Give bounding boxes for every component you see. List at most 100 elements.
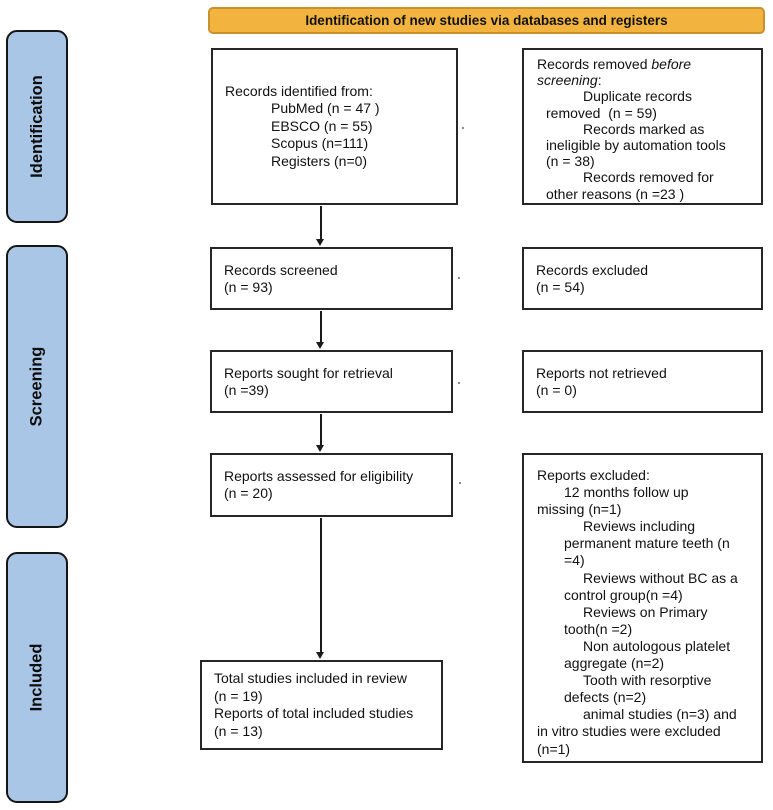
text-line: Reviews including [537,518,757,535]
text-line: EBSCO (n = 55) [225,118,456,136]
text-line: Reviews without BC as a [537,570,757,587]
stage-label-text: Identification [27,75,46,178]
text-segment: Records removed [537,56,652,72]
box-records-screened: Records screened(n = 93) [210,247,453,310]
text-line: tooth(n =2) [537,621,757,638]
text-line: (n = 20) [224,485,451,502]
text-line: Non autologous platelet [537,638,757,655]
text-line: control group(n =4) [537,587,757,604]
text-line: Reports sought for retrieval [224,365,451,382]
text-segment: Tooth with resorptive [583,672,712,689]
stage-label-included: Included [6,552,68,803]
text-line: Duplicate records [537,88,755,104]
text-line: removed (n = 59) [537,105,755,121]
arrow-identified-to-screened [316,206,325,246]
text-line: permanent mature teeth (n [537,535,757,552]
header-banner: Identification of new studies via databa… [208,7,765,34]
text-line: Total studies included in review [214,670,441,688]
text-segment: Reviews including [583,518,696,535]
text-line: PubMed (n = 47 ) [225,100,456,118]
text-line: defects (n=2) [537,689,757,706]
text-segment: aggregate (n=2) [564,655,665,672]
arrow-head-icon [316,652,324,659]
box-total-studies-included: Total studies included in review(n = 19)… [200,660,443,750]
stage-label-identification: Identification [6,30,68,223]
text-line: Records screened [224,262,451,279]
stage-label-text: Screening [27,346,46,427]
box-records-identified: Records identified from:PubMed (n = 47 )… [211,48,458,205]
text-segment: Records screened [224,261,338,278]
text-segment: : [597,72,602,89]
text-line: (n = 38) [537,153,755,169]
arrow-screened-to-sought [316,311,325,349]
arrow-head-icon [316,239,324,246]
artifact-dot [458,277,460,279]
text-line: Reports of total included studies [214,705,441,723]
artifact-dot [459,482,461,484]
text-line: ineligible by automation tools [537,137,755,153]
stage-label-text: Included [27,643,46,712]
text-line: (n = 19) [214,688,441,706]
box-reports-assessed: Reports assessed for eligibility(n = 20) [210,453,453,517]
text-segment: Reviews without BC as a [583,569,738,586]
text-segment: in vitro studies were excluded [537,723,721,740]
text-segment: (n = 93) [224,278,273,295]
text-segment: PubMed (n = 47 ) [271,100,380,117]
text-segment: Duplicate records [583,88,692,105]
text-segment: (n=1) [537,740,571,757]
text-segment: removed (n = 59) [546,104,657,121]
text-segment: Reports sought for retrieval [224,364,393,381]
text-segment: EBSCO (n = 55) [271,117,373,134]
text-line: Records removed for [537,169,755,185]
text-segment: (n = 19) [214,687,263,704]
header-title: Identification of new studies via databa… [305,13,668,28]
text-line: Reports not retrieved [536,365,761,382]
text-line: screening: [537,72,755,88]
text-segment: Reports not retrieved [536,364,667,381]
text-segment: Scopus (n=111) [271,135,369,152]
text-segment: Reviews on Primary [583,603,708,620]
text-segment: =4) [564,552,585,569]
text-line: Reports excluded: [537,467,757,484]
arrow-shaft [320,206,322,240]
text-segment: Records removed for [583,169,714,186]
artifact-dot [458,382,460,384]
text-line: Records identified from: [225,83,456,101]
text-line: (n = 13) [214,723,441,741]
arrow-head-icon [316,342,324,349]
text-line: Registers (n=0) [225,153,456,171]
text-segment: (n = 13) [214,722,263,739]
text-segment: Non autologous platelet [583,637,731,654]
text-line: Reports assessed for eligibility [224,468,451,485]
text-line: Records excluded [536,262,761,279]
text-line: Scopus (n=111) [225,135,456,153]
text-segment: Reports assessed for eligibility [224,468,414,484]
text-line: animal studies (n=3) and [537,706,757,723]
text-segment: animal studies (n=3) and [583,706,737,723]
text-segment: Records identified from: [225,82,373,99]
text-line: in vitro studies were excluded [537,723,757,740]
text-segment: (n = 38) [546,153,595,170]
text-segment: defects (n=2) [564,689,647,706]
text-segment: Records marked as [583,120,705,137]
text-segment: Records excluded [536,261,649,278]
text-segment: (n = 20) [224,485,273,501]
emphasized-text: screening [537,72,598,89]
text-line: Records marked as [537,121,755,137]
text-line: =4) [537,552,757,569]
text-segment: other reasons (n =23 ) [546,185,685,202]
text-segment: Total studies included in review [214,670,407,686]
text-segment: ineligible by automation tools [546,137,726,154]
text-segment: permanent mature teeth (n [564,535,730,552]
arrow-sought-to-assessed [316,414,325,452]
text-line: (n=1) [537,741,757,758]
text-segment: (n = 54) [536,278,585,295]
text-line: other reasons (n =23 ) [537,186,755,202]
arrow-shaft [320,414,322,446]
text-line: (n = 54) [536,279,761,296]
text-segment: missing (n=1) [537,501,622,518]
text-segment: Reports of total included studies [214,705,414,721]
text-line: aggregate (n=2) [537,655,757,672]
artifact-dot [462,127,464,129]
